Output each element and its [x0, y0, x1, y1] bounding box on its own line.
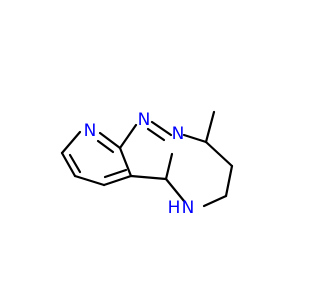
atom-label-n-pyridine: N [84, 121, 97, 141]
bond-c-n-right-inner [96, 139, 115, 154]
bond-c-c-pyrazole [129, 174, 168, 181]
atom-label-nh: N [182, 198, 195, 218]
bond-n-ch [182, 133, 208, 144]
atom-label-nh-hydrogen: H [168, 198, 181, 218]
molecule-structure: N N N N H [60, 110, 234, 218]
bond-c-c-bottom-right [102, 174, 133, 187]
atom-label-n-bridge: N [172, 124, 185, 144]
bond-c-c-bottom-right-inner [103, 168, 128, 179]
bond-c-n-right [98, 131, 122, 150]
bond-c-c-bottom-left [73, 174, 106, 187]
bond-ch2-ch2 [224, 164, 234, 198]
bond-n-c-bridge [164, 152, 174, 181]
bond-n-n [150, 120, 173, 137]
bond-c-n-top [118, 123, 138, 150]
bond-c-c-left [60, 151, 77, 178]
bond-n-n-inner [146, 127, 166, 142]
bond-ch-methyl [204, 110, 216, 144]
atom-label-n-pyrazole: N [138, 110, 151, 130]
bond-ch2-nh [202, 194, 228, 208]
bond-n-c-top-left [60, 130, 82, 155]
pyridine-ring [60, 130, 133, 187]
bond-nh-c [164, 177, 186, 203]
pyrazole-ring [118, 120, 174, 181]
bond-c-c-fused [118, 146, 133, 178]
bond-ch-ch2 [204, 140, 234, 168]
tetrahydropyrimidine-ring [164, 110, 234, 208]
bond-c-c-left-inner [68, 153, 82, 174]
